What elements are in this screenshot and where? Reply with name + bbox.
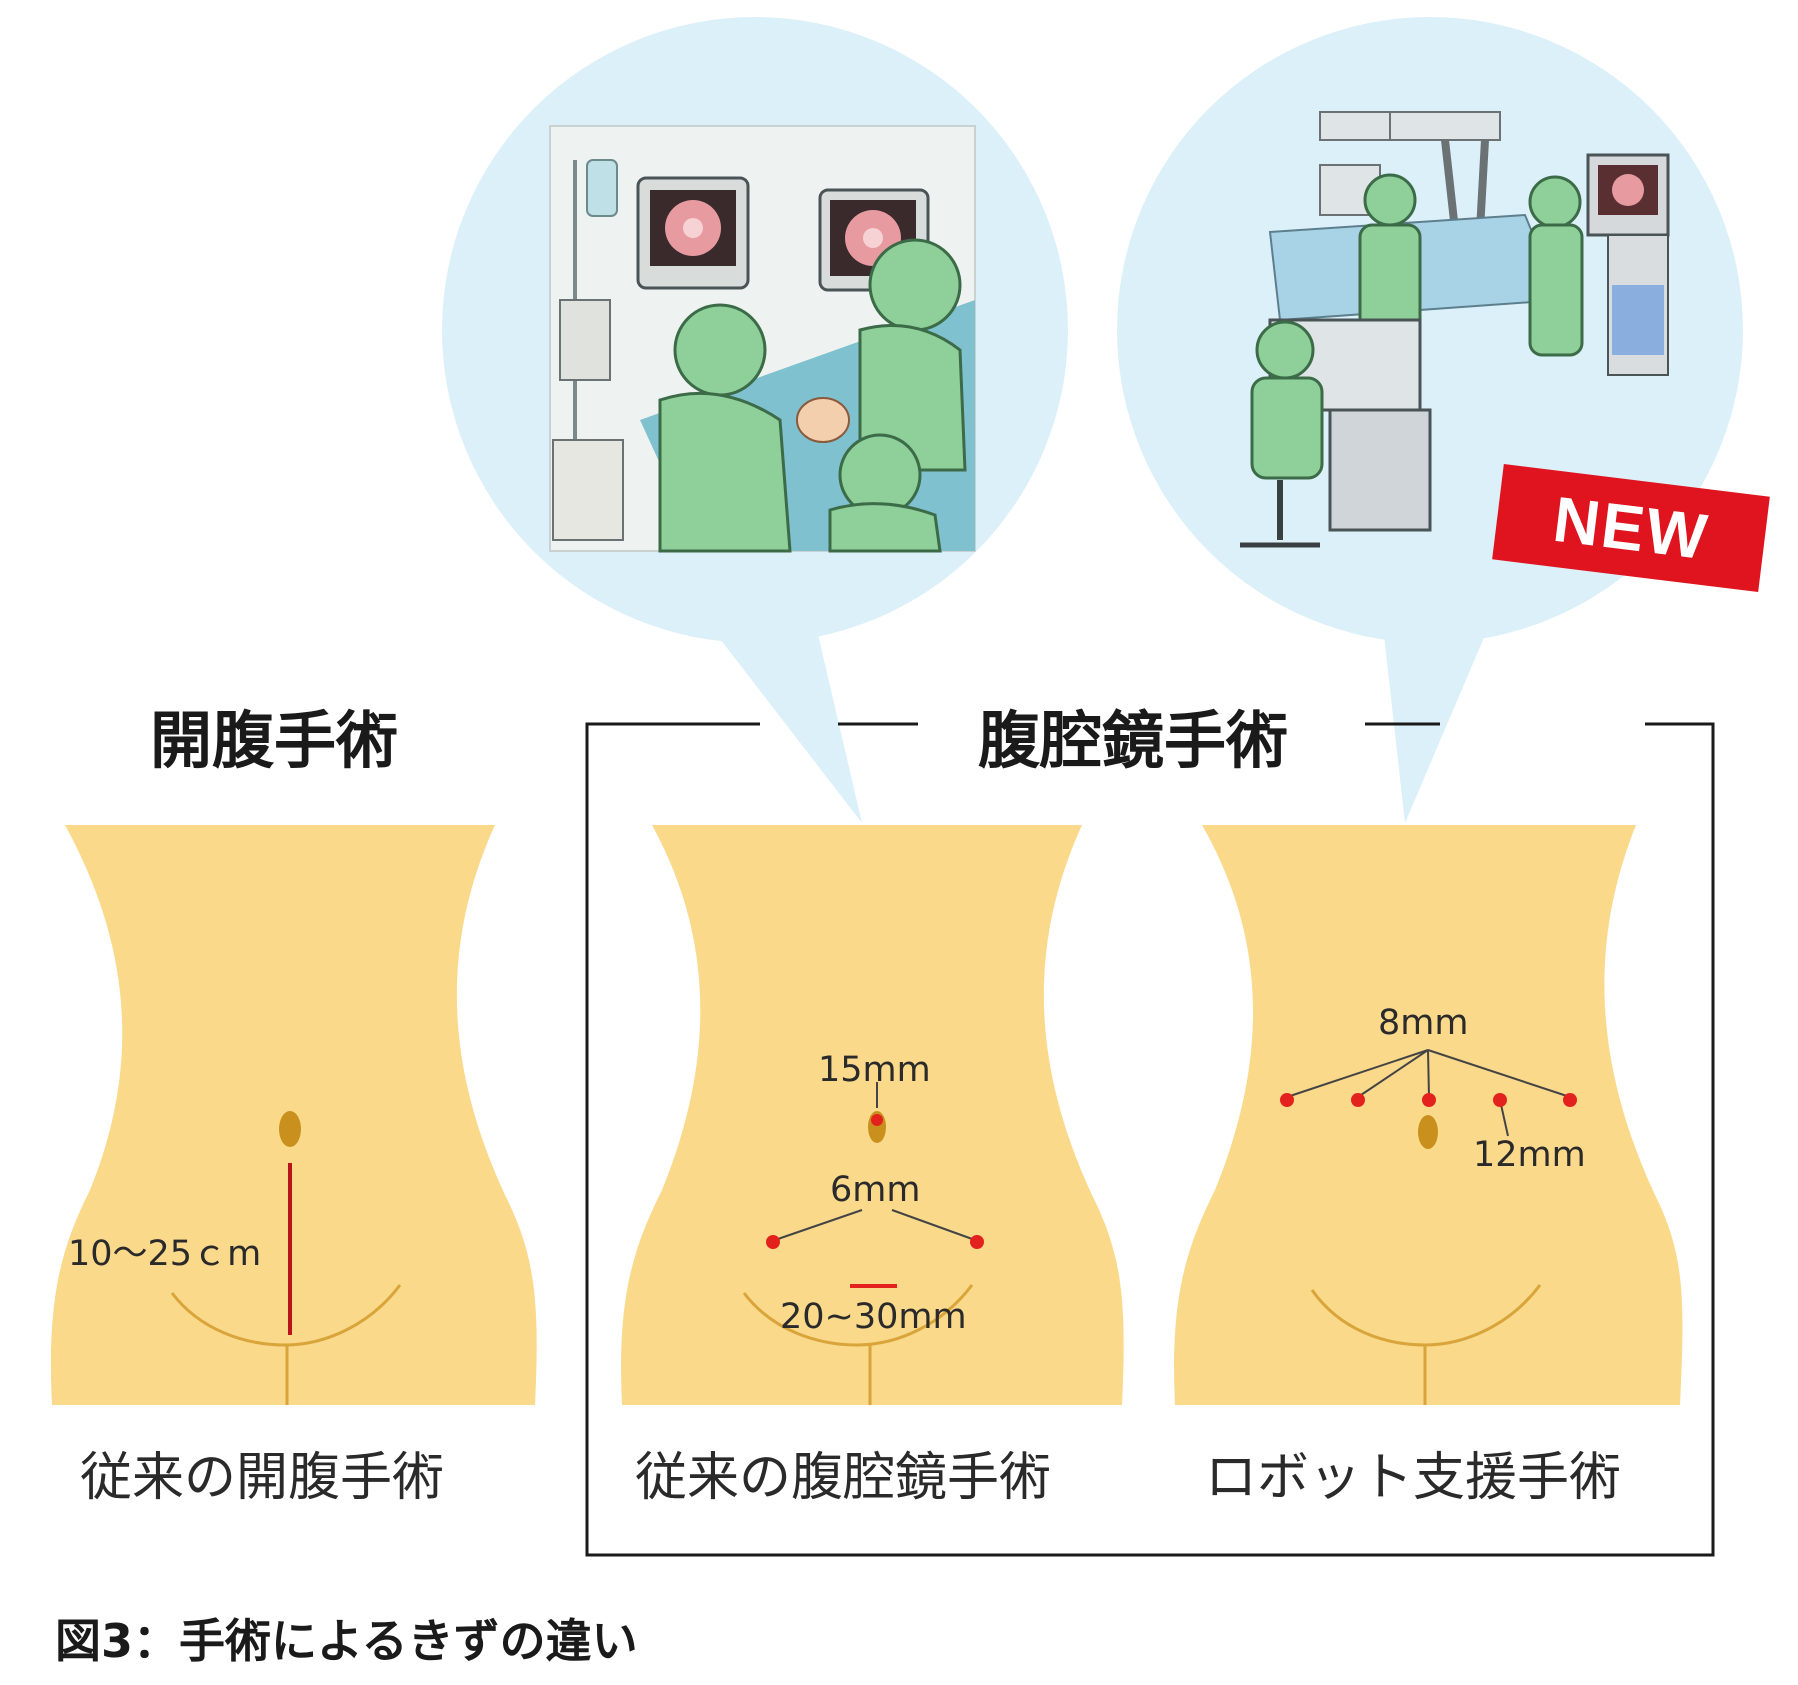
port-6mm-left xyxy=(766,1235,780,1249)
port-15mm xyxy=(871,1114,883,1126)
torso-laparoscopic xyxy=(621,825,1124,1405)
port-size-label-12mm: 12mm xyxy=(1473,1135,1586,1175)
port-8mm-4 xyxy=(1563,1093,1577,1107)
port-12mm xyxy=(1493,1093,1507,1107)
port-8mm-3 xyxy=(1422,1093,1436,1107)
laparoscopic-surgery-bubble xyxy=(442,17,1068,823)
incision-size-label-20-30mm: 20~30mm xyxy=(780,1297,967,1337)
robot-surgery-illustration xyxy=(1240,111,1670,548)
panel-title-laparoscopic: 従来の腹腔鏡手術 xyxy=(635,1448,1052,1508)
port-size-label-15mm: 15mm xyxy=(818,1050,931,1090)
heading-open-surgery: 開腹手術 xyxy=(150,704,399,777)
torso-robot xyxy=(1174,825,1683,1405)
panel-title-open-surgery: 従来の開腹手術 xyxy=(80,1448,445,1508)
navel xyxy=(279,1111,301,1147)
figure-caption: 図3：手術によるきずの違い xyxy=(55,1614,638,1668)
port-6mm-right xyxy=(970,1235,984,1249)
new-badge-label: NEW xyxy=(1549,482,1713,574)
port-size-label-6mm: 6mm xyxy=(830,1170,921,1210)
panel-title-robot-assisted: ロボット支援手術 xyxy=(1205,1448,1622,1508)
port-8mm-1 xyxy=(1280,1093,1294,1107)
navel xyxy=(1418,1115,1438,1149)
laparoscopic-surgery-illustration xyxy=(549,125,976,553)
torso-open-surgery xyxy=(50,825,537,1405)
incision-length-label: 10～25ｃm xyxy=(68,1234,262,1274)
port-size-label-8mm: 8mm xyxy=(1378,1003,1469,1043)
port-8mm-2 xyxy=(1351,1093,1365,1107)
laparoscopic-group-frame xyxy=(585,722,1715,1557)
heading-laparoscopic-surgery: 腹腔鏡手術 xyxy=(978,704,1289,777)
